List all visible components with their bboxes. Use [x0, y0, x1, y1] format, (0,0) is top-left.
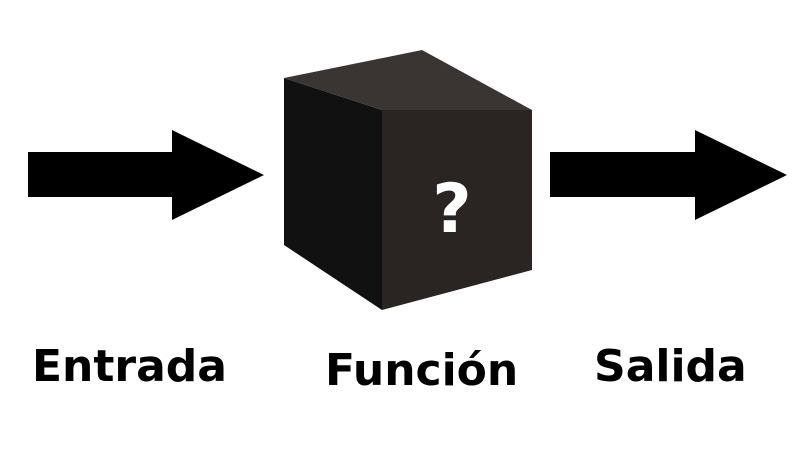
cube-icon: ?	[284, 50, 532, 310]
input-arrow-icon	[28, 130, 264, 220]
cube-top-face	[284, 50, 532, 110]
output-label: Salida	[594, 341, 747, 392]
input-label: Entrada	[32, 341, 227, 392]
function-label: Función	[325, 345, 519, 396]
cube-left-face	[284, 78, 382, 310]
output-arrow-icon	[550, 130, 787, 220]
question-mark-symbol: ?	[432, 170, 471, 249]
cube-front-face	[382, 110, 532, 310]
